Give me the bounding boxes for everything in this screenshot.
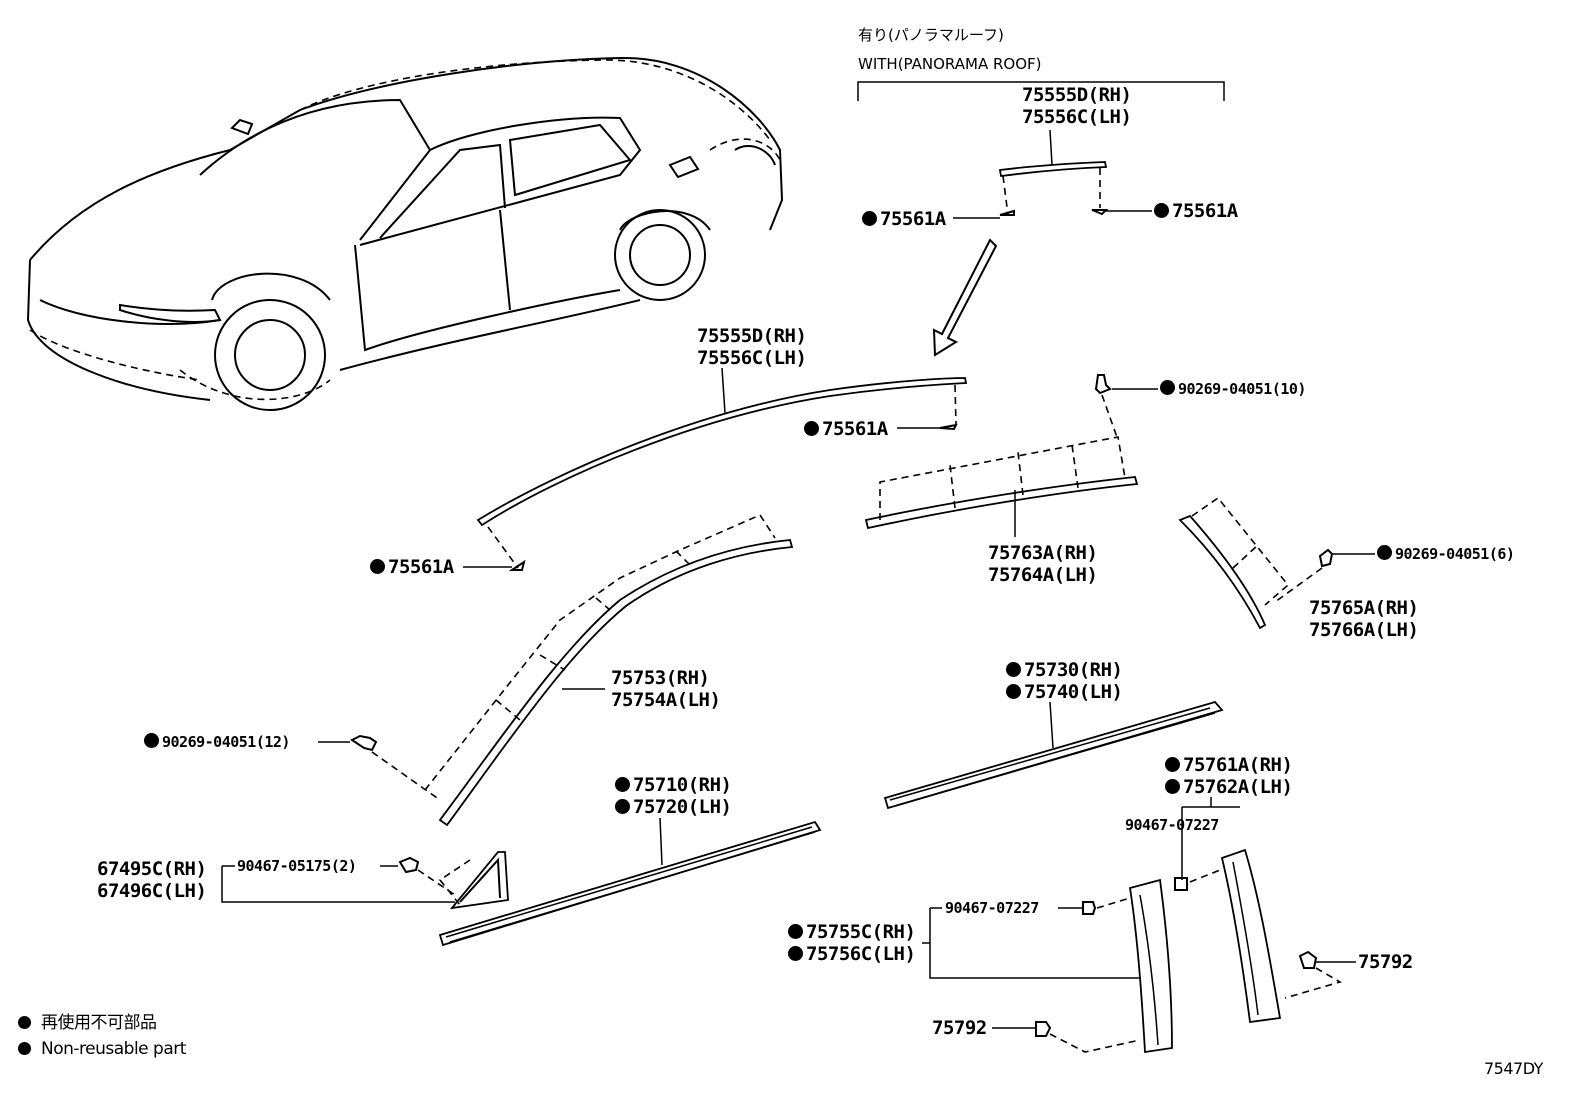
part-main-rh: 75555D(RH) [697, 325, 807, 347]
part-front-belt-rh: 75710(RH) [615, 774, 732, 796]
triangle-cover [438, 851, 509, 910]
rear-pillar-garnish [1220, 848, 1282, 1024]
clip-icon [1318, 548, 1334, 568]
part-front-lh: 75754A(LH) [611, 689, 721, 711]
header-jp: 有り(パノラマルーフ) [858, 26, 1004, 44]
arrow-icon [932, 238, 998, 357]
non-reusable-icon [1160, 380, 1175, 395]
part-rear-pillar-rh: 75761A(RH) [1165, 754, 1293, 776]
part-clip-07227-a: 90467-07227 [1125, 816, 1219, 834]
part-clip-07227-b: 90467-07227 [945, 899, 1039, 917]
part-c-pillar-rh: 75765A(RH) [1309, 597, 1419, 619]
c-pillar-strip [1178, 496, 1290, 630]
roof-molding-small [998, 129, 1109, 216]
non-reusable-icon [615, 799, 630, 814]
part-clip-10: 90269-04051(10) [1160, 380, 1306, 398]
part-front-pillar-rh: 75755C(RH) [788, 921, 916, 943]
non-reusable-icon [788, 924, 803, 939]
non-reusable-icon [615, 777, 630, 792]
non-reusable-icon [1154, 203, 1169, 218]
part-clip-low: 75561A [370, 556, 454, 578]
non-reusable-icon [18, 1016, 31, 1029]
non-reusable-icon [370, 559, 385, 574]
clip-icon [1298, 950, 1318, 969]
non-reusable-icon [1006, 662, 1021, 677]
part-front-rh: 75753(RH) [611, 667, 710, 689]
front-door-molding [424, 513, 794, 827]
non-reusable-icon [144, 733, 159, 748]
part-front-belt-lh: 75720(LH) [615, 796, 732, 818]
part-clip-top-left: 75561A [862, 208, 946, 230]
part-rear-rh: 75763A(RH) [988, 542, 1098, 564]
part-clip-12: 90269-04051(12) [144, 733, 290, 751]
part-triangle-rh: 67495C(RH) [97, 858, 207, 880]
legend-en: Non-reusable part [18, 1038, 186, 1060]
rear-door-molding [864, 436, 1139, 530]
clip-icon [1174, 877, 1188, 891]
non-reusable-icon [1165, 779, 1180, 794]
clip-icon [1094, 374, 1112, 395]
front-pillar-garnish [1128, 878, 1173, 1054]
part-clip-05175: 90467-05175(2) [237, 857, 357, 875]
part-rear-belt-lh: 75740(LH) [1006, 681, 1123, 703]
part-rear-belt-rh: 75730(RH) [1006, 659, 1123, 681]
non-reusable-icon [18, 1042, 31, 1055]
rear-belt-molding [883, 700, 1224, 810]
figure-code: 7547DY [1484, 1059, 1543, 1078]
front-belt-molding [438, 820, 822, 947]
part-rear-pillar-lh: 75762A(LH) [1165, 776, 1293, 798]
part-c-pillar-lh: 75766A(LH) [1309, 619, 1419, 641]
part-clip-75792-right: 75792 [1358, 951, 1413, 973]
non-reusable-icon [1165, 757, 1180, 772]
clip-icon [350, 734, 378, 752]
part-clip-mid: 75561A [804, 418, 888, 440]
part-clip-75792-left: 75792 [932, 1017, 987, 1039]
part-triangle-lh: 67496C(LH) [97, 880, 207, 902]
legend-jp: 再使用不可部品 [18, 1012, 157, 1034]
panorama-bracket [857, 81, 1225, 101]
non-reusable-icon [804, 421, 819, 436]
roof-molding-main [476, 377, 968, 571]
car-illustration [26, 56, 784, 411]
non-reusable-icon [788, 946, 803, 961]
non-reusable-icon [862, 211, 877, 226]
part-clip-6: 90269-04051(6) [1377, 545, 1515, 563]
clip-icon [1082, 901, 1097, 915]
clip-icon [1035, 1021, 1052, 1037]
non-reusable-icon [1006, 684, 1021, 699]
clip-icon [398, 856, 420, 874]
non-reusable-icon [1377, 545, 1392, 560]
part-rear-lh: 75764A(LH) [988, 564, 1098, 586]
header-en: WITH(PANORAMA ROOF) [858, 55, 1042, 73]
part-clip-top-right: 75561A [1154, 200, 1238, 222]
part-roof-rh: 75555D(RH) [1022, 84, 1132, 106]
part-roof-lh: 75556C(LH) [1022, 106, 1132, 128]
part-main-lh: 75556C(LH) [697, 347, 807, 369]
part-front-pillar-lh: 75756C(LH) [788, 943, 916, 965]
